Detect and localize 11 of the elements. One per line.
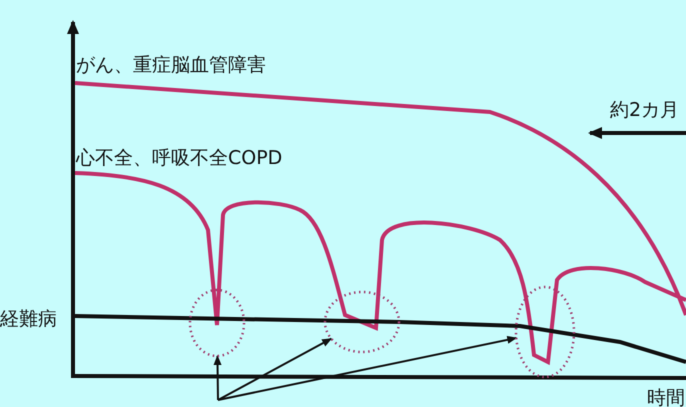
arrow <box>214 355 222 400</box>
dotted-circle <box>514 285 576 379</box>
label-text: 約2カ月 <box>610 98 680 123</box>
dotted-circle <box>323 290 401 354</box>
label-text: 経難病 <box>0 307 57 332</box>
label-text: がん、重症脳血管障害 <box>76 53 266 78</box>
arrow <box>218 336 518 401</box>
dotted-circle <box>188 288 246 358</box>
label-text: 心不全、呼吸不全COPD <box>76 146 282 171</box>
label-text: 時間 <box>647 386 685 407</box>
arrow <box>218 338 332 401</box>
